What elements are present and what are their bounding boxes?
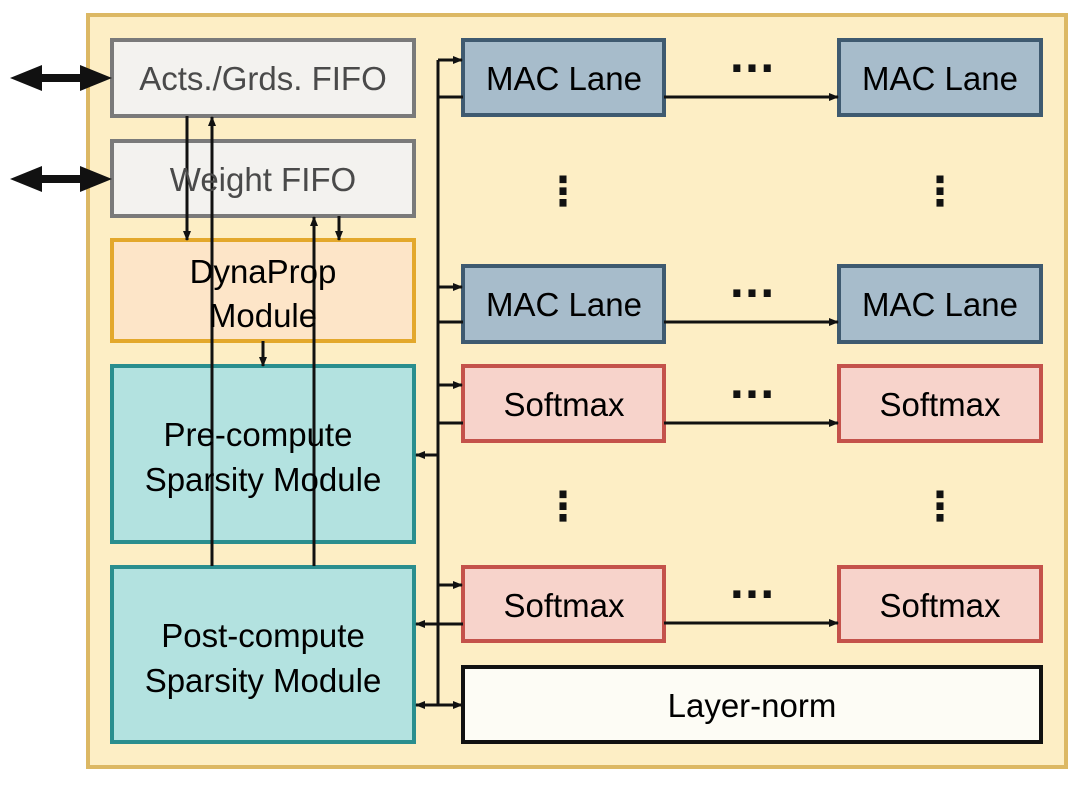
vertical-ellipsis: ⋮ bbox=[920, 169, 960, 215]
horizontal-ellipsis: ··· bbox=[729, 46, 775, 92]
pre-compute-sparsity-box bbox=[110, 364, 416, 544]
post-compute-sparsity-box bbox=[110, 565, 416, 744]
acts-grds-fifo-box bbox=[110, 38, 416, 118]
mac-lane-box bbox=[837, 264, 1043, 344]
horizontal-ellipsis: ··· bbox=[729, 572, 775, 618]
softmax-label: Softmax bbox=[879, 386, 1001, 423]
post-compute-label-line1: Post-compute bbox=[161, 617, 365, 654]
vertical-ellipsis: ⋮ bbox=[543, 484, 583, 530]
softmax-label: Softmax bbox=[879, 587, 1001, 624]
softmax-box bbox=[837, 364, 1043, 443]
softmax-label: Softmax bbox=[503, 587, 625, 624]
vertical-ellipsis: ⋮ bbox=[920, 484, 960, 530]
mac-lane-label: MAC Lane bbox=[862, 286, 1018, 323]
vertical-ellipsis: ⋮ bbox=[543, 169, 583, 215]
dynaprop-label-line1: DynaProp bbox=[190, 253, 337, 290]
softmax-label: Softmax bbox=[503, 386, 625, 423]
horizontal-ellipsis: ··· bbox=[729, 271, 775, 317]
horizontal-ellipsis: ··· bbox=[729, 372, 775, 418]
mac-lane-label: MAC Lane bbox=[862, 60, 1018, 97]
mac-lane-label: MAC Lane bbox=[486, 60, 642, 97]
layer-norm-box bbox=[461, 665, 1043, 744]
weight-fifo-box bbox=[110, 139, 416, 218]
weight-fifo-label: Weight FIFO bbox=[170, 161, 356, 198]
mac-lane-box bbox=[461, 38, 666, 117]
pre-compute-label-line2: Sparsity Module bbox=[145, 461, 382, 498]
acts-grds-fifo-label: Acts./Grds. FIFO bbox=[139, 60, 387, 97]
softmax-box bbox=[461, 364, 666, 443]
mac-lane-box bbox=[837, 38, 1043, 117]
mac-lane-label: MAC Lane bbox=[486, 286, 642, 323]
dynaprop-label-line2: Module bbox=[209, 297, 317, 334]
pre-compute-label-line1: Pre-compute bbox=[164, 416, 353, 453]
layer-norm-label: Layer-norm bbox=[668, 687, 837, 724]
post-compute-label-line2: Sparsity Module bbox=[145, 662, 382, 699]
mac-lane-box bbox=[461, 264, 666, 344]
dynaprop-module-box bbox=[110, 238, 416, 343]
softmax-box bbox=[461, 565, 666, 643]
softmax-box bbox=[837, 565, 1043, 643]
